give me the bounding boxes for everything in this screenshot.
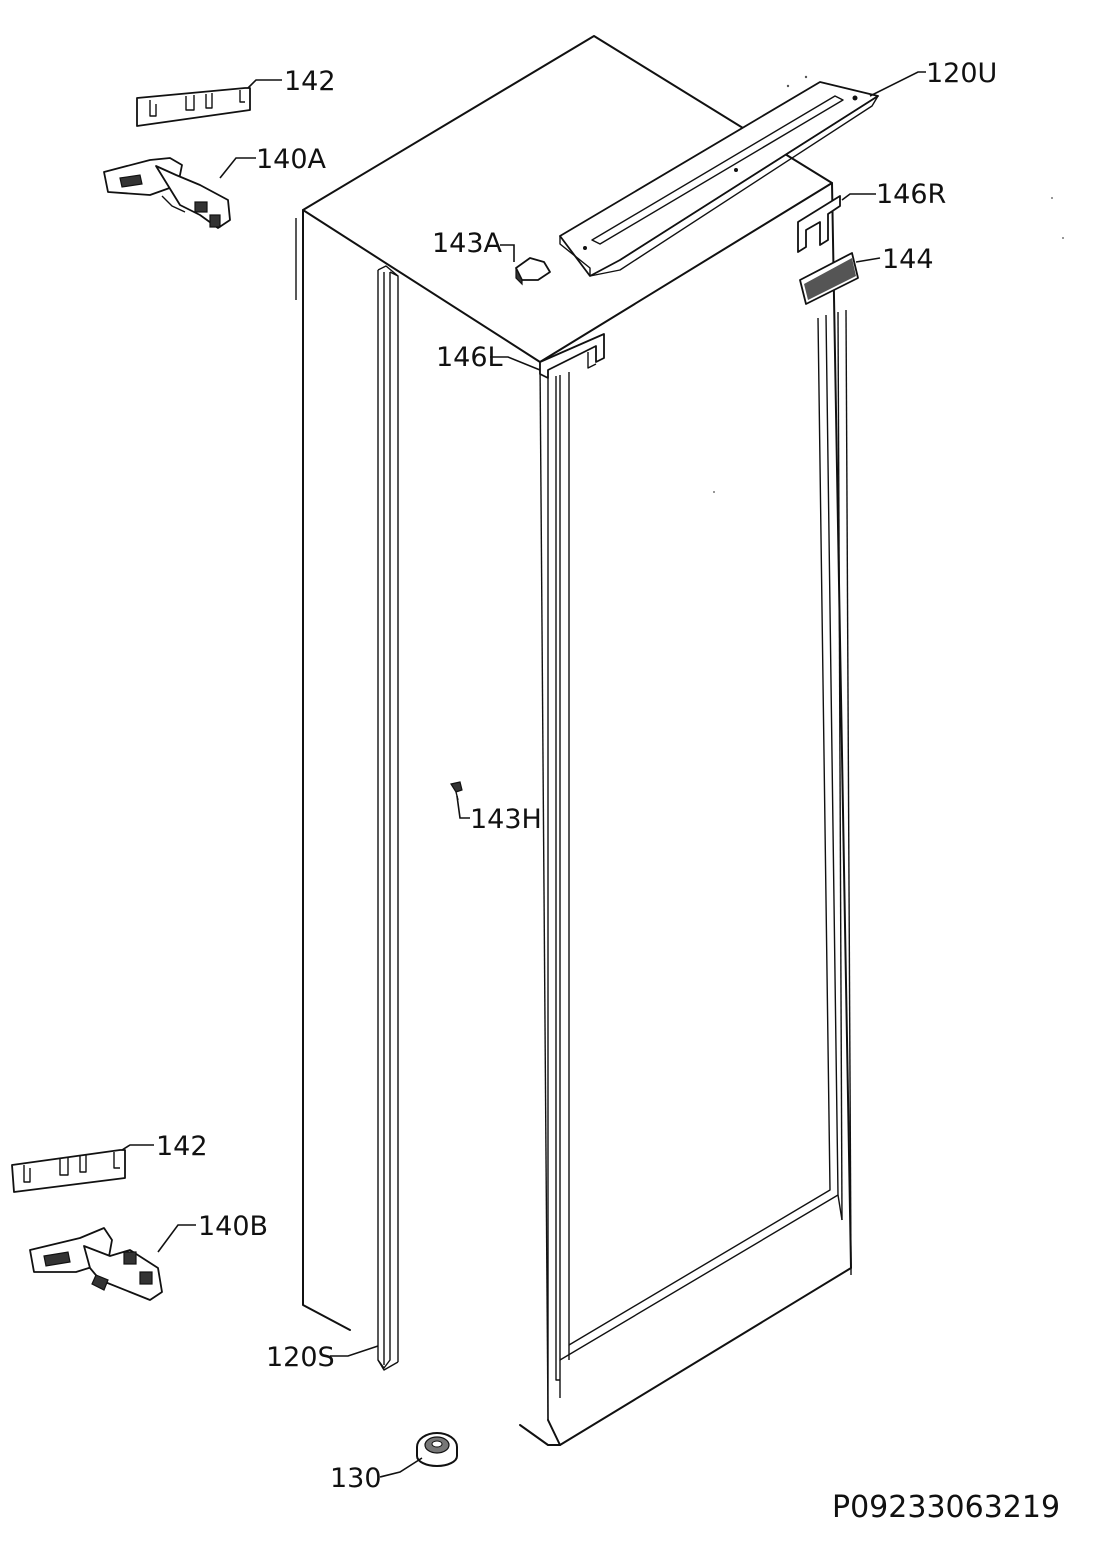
drawing-code: P09233063219 xyxy=(832,1490,1060,1525)
label-146R: 146R xyxy=(876,179,946,210)
foot-130 xyxy=(416,1432,458,1467)
cabinet-body xyxy=(295,35,852,1446)
label-142-top: 142 xyxy=(284,66,336,97)
door-frame xyxy=(547,309,852,1420)
spacer-plate-142-bottom xyxy=(11,1149,126,1193)
hinge-140A xyxy=(103,157,231,229)
label-120S: 120S xyxy=(266,1342,335,1373)
label-140A: 140A xyxy=(256,144,327,175)
cap-143A xyxy=(515,257,551,286)
pad-144 xyxy=(799,252,859,305)
label-130: 130 xyxy=(330,1463,382,1494)
hinge-140B xyxy=(29,1227,163,1301)
label-144: 144 xyxy=(882,244,934,275)
top-rail-120U xyxy=(559,81,879,277)
label-143H: 143H xyxy=(470,804,542,835)
seal-strip-120S xyxy=(377,265,399,1371)
label-142-bottom: 142 xyxy=(156,1131,208,1162)
spacer-plate-142-top xyxy=(136,87,251,127)
bracket-146L xyxy=(539,333,605,379)
bracket-146R xyxy=(797,195,841,253)
part-labels: 142 140A 120U 146R 143A 144 146L 143H 14… xyxy=(156,58,1060,1525)
label-143A: 143A xyxy=(432,228,503,259)
scan-specks xyxy=(713,75,1064,493)
label-140B: 140B xyxy=(198,1211,268,1242)
label-146L: 146L xyxy=(436,342,503,373)
label-120U: 120U xyxy=(926,58,997,89)
leader-lines xyxy=(121,71,926,1478)
